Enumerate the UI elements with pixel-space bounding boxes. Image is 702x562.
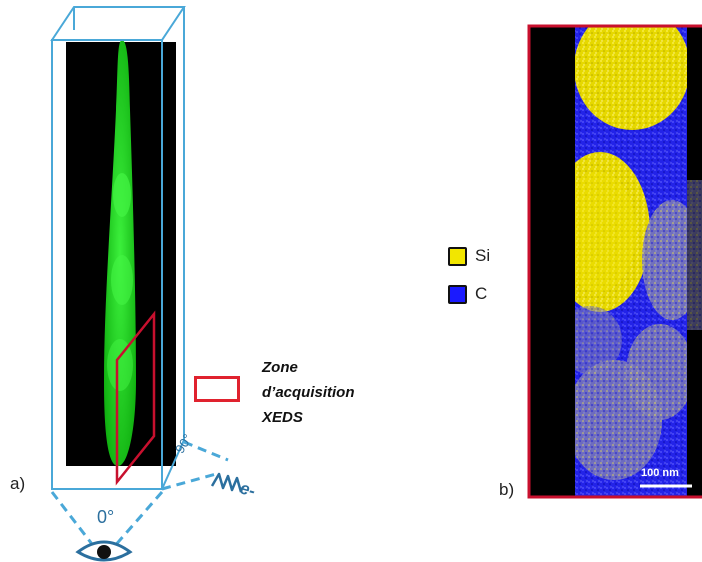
xeds-map — [530, 27, 702, 496]
si-particle — [560, 172, 636, 292]
si-swatch — [448, 246, 467, 266]
xeds-zone-legend-swatch — [194, 376, 240, 402]
element-legend: Si C — [448, 244, 490, 306]
angle-0-label: 0° — [97, 507, 115, 527]
legend-item-si: Si — [448, 244, 490, 268]
3d-box — [50, 6, 186, 490]
legend-label-si: Si — [475, 246, 491, 265]
legend-label-c: C — [475, 284, 488, 303]
needle-bulge — [107, 339, 133, 391]
c-swatch — [448, 284, 467, 304]
map-frame — [527, 24, 702, 499]
needle-bulge — [111, 255, 133, 305]
needle-bulge — [113, 173, 131, 217]
si-particle — [574, 27, 690, 130]
scale-bar-label: 100 nm — [641, 467, 679, 479]
electron-beam-icon — [210, 472, 243, 493]
eye-icon — [75, 540, 133, 562]
projection-lines — [50, 440, 229, 549]
xeds-zone-plane — [115, 310, 156, 486]
panel-a-label: a) — [10, 474, 26, 493]
legend-item-c: C — [448, 282, 490, 306]
mixed-particle — [566, 360, 662, 480]
panel-b-label: b) — [499, 480, 515, 499]
xeds-zone-label: Zone d’acquisition XEDS — [262, 359, 355, 426]
